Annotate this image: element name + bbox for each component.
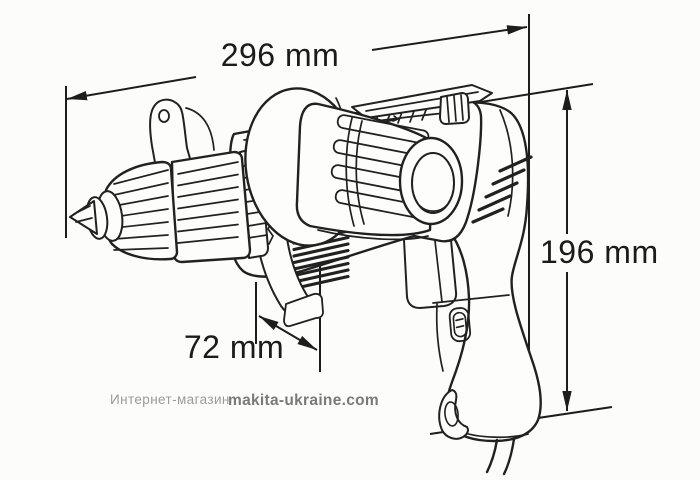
chuck-nose bbox=[69, 190, 124, 242]
depth-stop-bracket bbox=[149, 98, 215, 169]
grip-vent-slits bbox=[471, 155, 533, 224]
height-dim-label: 196 mm bbox=[540, 234, 659, 270]
bit-tip bbox=[69, 200, 98, 235]
loop-hole bbox=[444, 401, 459, 427]
side-handle bbox=[244, 87, 464, 247]
grip-front-panel bbox=[432, 294, 510, 372]
dimension-overall-length: 296 mm bbox=[66, 25, 528, 101]
grip-rear-seam bbox=[499, 109, 514, 217]
watermark-prefix: Интернет-магазин bbox=[110, 392, 230, 407]
length-dim-line-right bbox=[371, 25, 528, 51]
length-dim-label: 296 mm bbox=[221, 37, 340, 73]
grip-bottom-shade bbox=[317, 229, 429, 241]
power-cord bbox=[485, 437, 516, 476]
chuck-front-sleeve bbox=[102, 160, 179, 261]
grip-base bbox=[438, 389, 529, 440]
drill-drawing bbox=[69, 84, 542, 476]
extension-line-height-top bbox=[461, 83, 594, 106]
watermark-site: makita-ukraine.com bbox=[228, 392, 379, 409]
handle-end-cap-inner bbox=[411, 152, 455, 214]
dimension-chuck-section: 72 mm bbox=[184, 315, 318, 365]
chuck-dim-line bbox=[258, 315, 318, 351]
chuck-rear-sleeve bbox=[170, 150, 252, 264]
grip-ring-2 bbox=[355, 120, 365, 225]
bracket-hole bbox=[158, 109, 170, 123]
grip-ring-1 bbox=[345, 117, 355, 227]
top-knob bbox=[439, 92, 470, 125]
length-dim-line-left bbox=[66, 76, 197, 101]
rear-sleeve-ribs bbox=[177, 161, 239, 244]
hanging-loop bbox=[438, 389, 469, 440]
lock-button bbox=[448, 307, 472, 343]
watermark: Интернет-магазин makita-ukraine.com bbox=[110, 392, 379, 409]
dimension-overall-height: 196 mm bbox=[540, 90, 659, 411]
chuck-dim-label: 72 mm bbox=[184, 329, 284, 365]
